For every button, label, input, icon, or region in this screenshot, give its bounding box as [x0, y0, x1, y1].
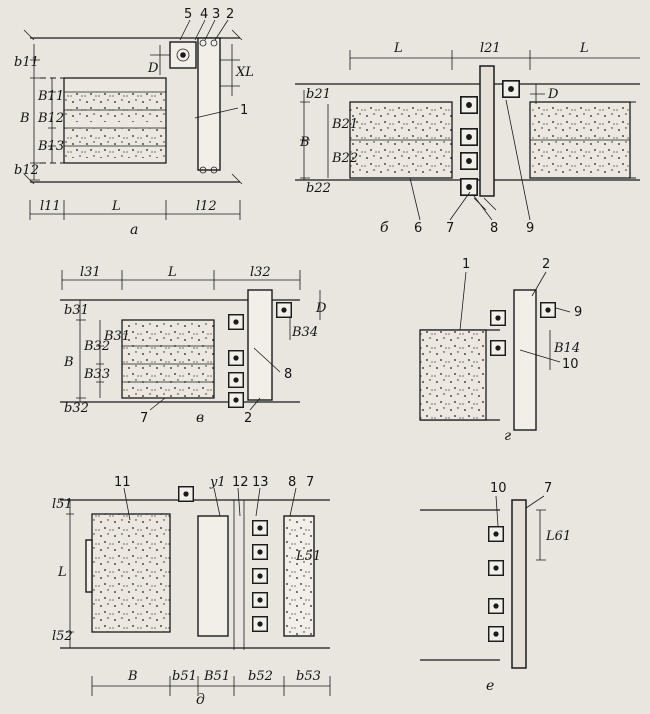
- dim-l11: l11: [40, 199, 61, 214]
- callout-8-v: 8: [284, 367, 292, 382]
- dim-D-v: D: [315, 301, 327, 316]
- dim-L: L: [111, 199, 121, 214]
- dim-b11: b11: [14, 55, 39, 70]
- dim-b21: b21: [306, 87, 331, 102]
- callout-4: 4: [200, 7, 208, 22]
- dim-L51: L51: [295, 549, 321, 564]
- dim-l32: l32: [250, 265, 271, 280]
- dim-B13: B13: [37, 139, 64, 154]
- panel-v: l31 L l32 b31 B B32 B31 B33 b32 B34 D 8 …: [60, 265, 327, 426]
- panel-b-wall: [479, 65, 495, 197]
- callout-8: 8: [490, 221, 498, 236]
- panel-b: L l21 L D b21 B B21 B22 b22 6 7 8 9 б: [295, 41, 640, 236]
- dim-b22: b22: [306, 181, 331, 196]
- panel-g: 1 2 9 10 B14 г: [419, 257, 582, 444]
- callout-9-g: 9: [574, 305, 582, 320]
- dim-b51: b51: [172, 669, 197, 684]
- dim-l21: l21: [480, 41, 501, 56]
- dim-b31: b31: [64, 303, 89, 318]
- dim-B-b: B: [299, 135, 310, 150]
- panel-d: l51 L l52 B b51 B51 b52 b53 y1 L51 11 12…: [52, 475, 331, 708]
- callout-12: 12: [232, 475, 249, 490]
- dim-B14: B14: [553, 341, 580, 356]
- callout-1: 1: [240, 103, 248, 118]
- panel-e-wall: [511, 499, 527, 669]
- dim-l12: l12: [196, 199, 217, 214]
- dim-b32: b32: [64, 401, 89, 416]
- dim-L1: L: [393, 41, 403, 56]
- dim-B33: B33: [83, 367, 110, 382]
- dim-L-d: L: [57, 565, 67, 580]
- dim-L-v: L: [167, 265, 177, 280]
- panel-v-rail: [247, 289, 273, 401]
- dim-B32: B32: [83, 339, 110, 354]
- callout-10-e: 10: [490, 481, 507, 496]
- callout-2: 2: [226, 7, 234, 22]
- dim-B51: B51: [203, 669, 230, 684]
- dim-B12: B12: [37, 111, 64, 126]
- dim-D: D: [147, 61, 159, 76]
- dim-B21: B21: [331, 117, 358, 132]
- panel-g-caption: г: [504, 428, 511, 444]
- dim-y1: y1: [209, 475, 226, 490]
- panel-e: 10 7 L61 е: [420, 481, 571, 694]
- dim-B-v: B: [63, 355, 74, 370]
- callout-5: 5: [184, 7, 192, 22]
- dim-B11: B11: [37, 89, 64, 104]
- panel-d-caption: д: [196, 692, 205, 708]
- dim-L61: L61: [545, 529, 571, 544]
- panel-a-caption: а: [130, 222, 138, 238]
- dim-b53: b53: [296, 669, 321, 684]
- dim-l51: l51: [52, 497, 73, 512]
- dim-b52: b52: [248, 669, 273, 684]
- callout-7-v: 7: [140, 411, 148, 426]
- callout-8-d: 8: [288, 475, 296, 490]
- dim-B-d: B: [127, 669, 138, 684]
- dim-B22: B22: [331, 151, 358, 166]
- dim-b12: b12: [14, 163, 39, 178]
- dim-XL: XL: [235, 65, 254, 80]
- callout-2-g: 2: [542, 257, 550, 272]
- callout-1-g: 1: [462, 257, 470, 272]
- dim-L2: L: [579, 41, 589, 56]
- callout-7-d: 7: [306, 475, 314, 490]
- dim-l31: l31: [80, 265, 101, 280]
- callout-7-e: 7: [544, 481, 552, 496]
- panel-g-rail: [513, 289, 537, 431]
- dim-B31: B31: [103, 329, 130, 344]
- callout-9: 9: [526, 221, 534, 236]
- callout-3: 3: [212, 7, 220, 22]
- dim-B: B: [19, 111, 30, 126]
- dim-D-b: D: [547, 87, 559, 102]
- panel-a: b11 B B11 B12 B13 b12 l11 L l12 D XL 5 4…: [14, 7, 254, 238]
- panel-b-caption: б: [380, 220, 389, 236]
- panel-a-rail: [197, 37, 221, 171]
- callout-2-v: 2: [244, 411, 252, 426]
- dim-B34: B34: [291, 325, 318, 340]
- callout-6: 6: [414, 221, 422, 236]
- panel-e-caption: е: [486, 678, 494, 694]
- callout-11: 11: [114, 475, 131, 490]
- panel-d-rail: [197, 515, 229, 637]
- callout-13: 13: [252, 475, 269, 490]
- dim-l52: l52: [52, 629, 73, 644]
- callout-7: 7: [446, 221, 454, 236]
- callout-10-g: 10: [562, 357, 579, 372]
- panel-v-caption: в: [196, 410, 204, 426]
